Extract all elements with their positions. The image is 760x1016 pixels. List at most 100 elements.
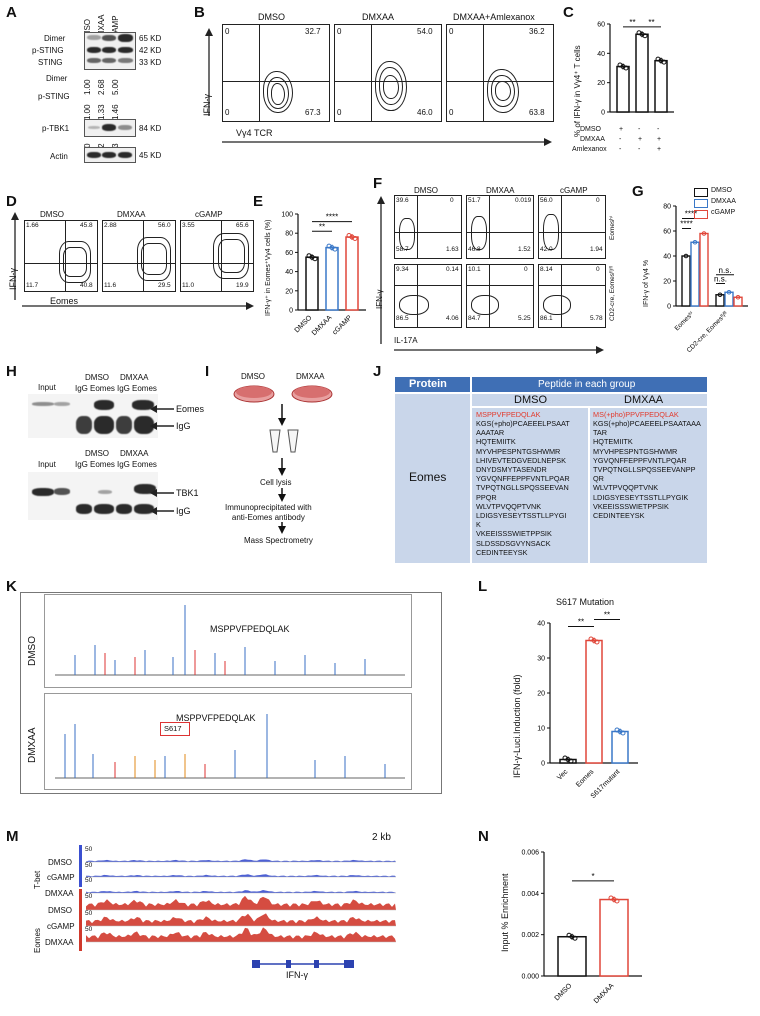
facs-f1-ur: 0 [450, 197, 454, 204]
legend-swatch-cgamp [694, 210, 708, 219]
k-row-label-dmso: DMSO [27, 636, 38, 666]
track-label-tbet-cgamp: cGAMP [47, 873, 75, 882]
data-point [726, 289, 732, 295]
data-point [692, 239, 698, 245]
facs-f3-lr: 1.94 [590, 246, 603, 253]
sig-label: n.s. [719, 266, 732, 275]
dish-icons [233, 385, 333, 403]
sig-label: ** [648, 18, 654, 27]
facs-plot-f2 [466, 195, 534, 259]
y-tick-label: 40 [597, 51, 605, 58]
peptide-table-body [395, 377, 707, 563]
h-top-eomes1: Eomes [90, 384, 115, 393]
x-tick-label: Vec [556, 768, 570, 782]
data-point [332, 246, 338, 252]
data-point [623, 65, 629, 71]
h-top-dmso: DMSO [85, 373, 109, 382]
panel-label-l: L [478, 578, 488, 595]
data-point [661, 59, 667, 65]
facs-d2-lr: 29.5 [158, 282, 171, 289]
panel-c-row-amlexanox: Amlexanox [572, 146, 607, 153]
track-signal [86, 895, 396, 910]
table-group-dmso: DMSO [514, 394, 547, 406]
facs-b1-ur: 32.7 [305, 27, 321, 36]
panel-label-d: D [6, 193, 17, 210]
facs-plot-f4 [394, 264, 462, 328]
facs-b1-lr: 67.3 [305, 108, 321, 117]
gene-model [252, 960, 354, 968]
c-sign: + [638, 136, 643, 143]
dish-label-dmxaa: DMXAA [296, 372, 325, 381]
facs-f-title-cgamp: cGAMP [560, 186, 588, 195]
dimer-val-0: 1.00 [83, 79, 92, 95]
tmax: 50 [85, 926, 93, 933]
facs-plot-b2 [334, 24, 442, 122]
sig-label: **** [685, 210, 697, 219]
facs-plot-f5 [466, 264, 534, 328]
c-sign: + [619, 126, 624, 133]
peptide-table-header [395, 377, 707, 392]
x-tick-label: DMSO [554, 982, 574, 1002]
bar [616, 65, 630, 113]
h-bot-igg1: IgG [75, 460, 88, 469]
kd-42: 42 KD [139, 46, 162, 55]
peptide-list-dmso: KGS(+pho)PCAEEELPSAAT AAATAR HQTEMIITK M… [476, 419, 570, 557]
facs-b1-ll: 0 [225, 108, 230, 117]
kd-45: 45 KD [139, 151, 162, 160]
h-top-igg2: IgG [117, 384, 130, 393]
y-tick-label: 60 [663, 229, 671, 236]
gene-label-ifng: IFN-γ [286, 970, 308, 980]
y-tick-label: 0.006 [521, 850, 539, 857]
h-top-igg1: IgG [75, 384, 88, 393]
bar [599, 898, 629, 977]
panel-b-x-arrow [222, 138, 552, 146]
panel-d-ylabel: IFN-γ [8, 268, 18, 290]
panel-e-ylabel: IFN-γ⁺ in Eomes⁺Vγ4 cells (%) [265, 219, 272, 316]
legend-swatch-dmxaa [694, 199, 708, 208]
m-group-tbet: T-bet [33, 870, 42, 889]
facs-d1-lr: 40.8 [80, 282, 93, 289]
dimer-val-2: 5.00 [111, 79, 120, 95]
panel-label-f: F [373, 175, 383, 192]
table-header-peptide: Peptide in each group [538, 379, 636, 390]
y-tick-label: 10 [537, 726, 545, 733]
facs-d-title-dmxaa: DMXAA [117, 210, 146, 219]
y-tick-label: 20 [285, 288, 293, 295]
panel-b-xlabel: Vγ4 TCR [236, 128, 273, 138]
facs-b3-ll: 0 [449, 108, 454, 117]
facs-plot-d3 [180, 220, 254, 292]
tmax: 50 [85, 877, 93, 884]
sig-label: **** [680, 220, 692, 229]
facs-f-title-dmxaa: DMXAA [486, 186, 515, 195]
blot-ptbk1 [84, 119, 136, 137]
k-row-label-dmxaa: DMXAA [27, 727, 38, 763]
h-bot-igg2: IgG [117, 460, 130, 469]
facs-plot-f3 [538, 195, 606, 259]
panel-label-c: C [563, 4, 574, 21]
facs-f3-ur: 0 [596, 197, 600, 204]
y-tick-label: 30 [537, 656, 545, 663]
h-top-dmxaa: DMXAA [120, 373, 149, 382]
table-header-protein: Protein [409, 378, 447, 390]
h-top-eomes2: Eomes [132, 384, 157, 393]
panel-f-row-label-top: Eomesʰⁱ [609, 216, 616, 240]
y-tick-label: 0 [601, 110, 605, 117]
panel-b-y-arrow [205, 28, 213, 116]
panel-d-xlabel: Eomes [50, 296, 79, 306]
table-group-dmxaa: DMXAA [624, 394, 664, 406]
facs-d-title-cgamp: cGAMP [195, 210, 223, 219]
y-tick-label: 60 [597, 22, 605, 29]
panel-label-k: K [6, 578, 17, 595]
facs-d2-ll: 11.6 [104, 282, 117, 289]
facs-f5-ul: 10.1 [468, 266, 481, 273]
psting-val-0: 1.00 [83, 104, 92, 120]
facs-f6-ul: 8.14 [540, 266, 553, 273]
data-point [701, 231, 707, 236]
facs-f4-ul: 9.34 [396, 266, 409, 273]
data-point [594, 639, 600, 645]
bar [654, 59, 668, 113]
c-sign: + [657, 146, 662, 153]
